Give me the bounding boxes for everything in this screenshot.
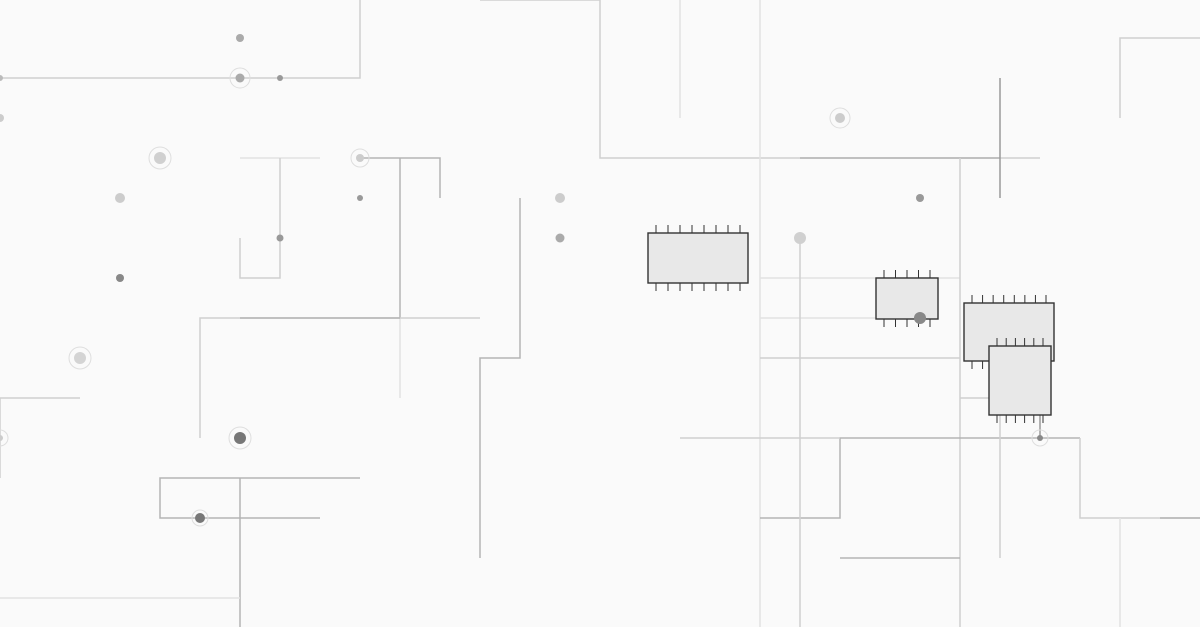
chip-4 bbox=[988, 345, 1052, 416]
chips bbox=[647, 225, 1055, 423]
chip-1 bbox=[647, 232, 749, 284]
chip-pins bbox=[996, 338, 1044, 423]
vias bbox=[0, 34, 1049, 527]
chip-2 bbox=[875, 277, 939, 320]
chip-pins bbox=[655, 225, 741, 291]
